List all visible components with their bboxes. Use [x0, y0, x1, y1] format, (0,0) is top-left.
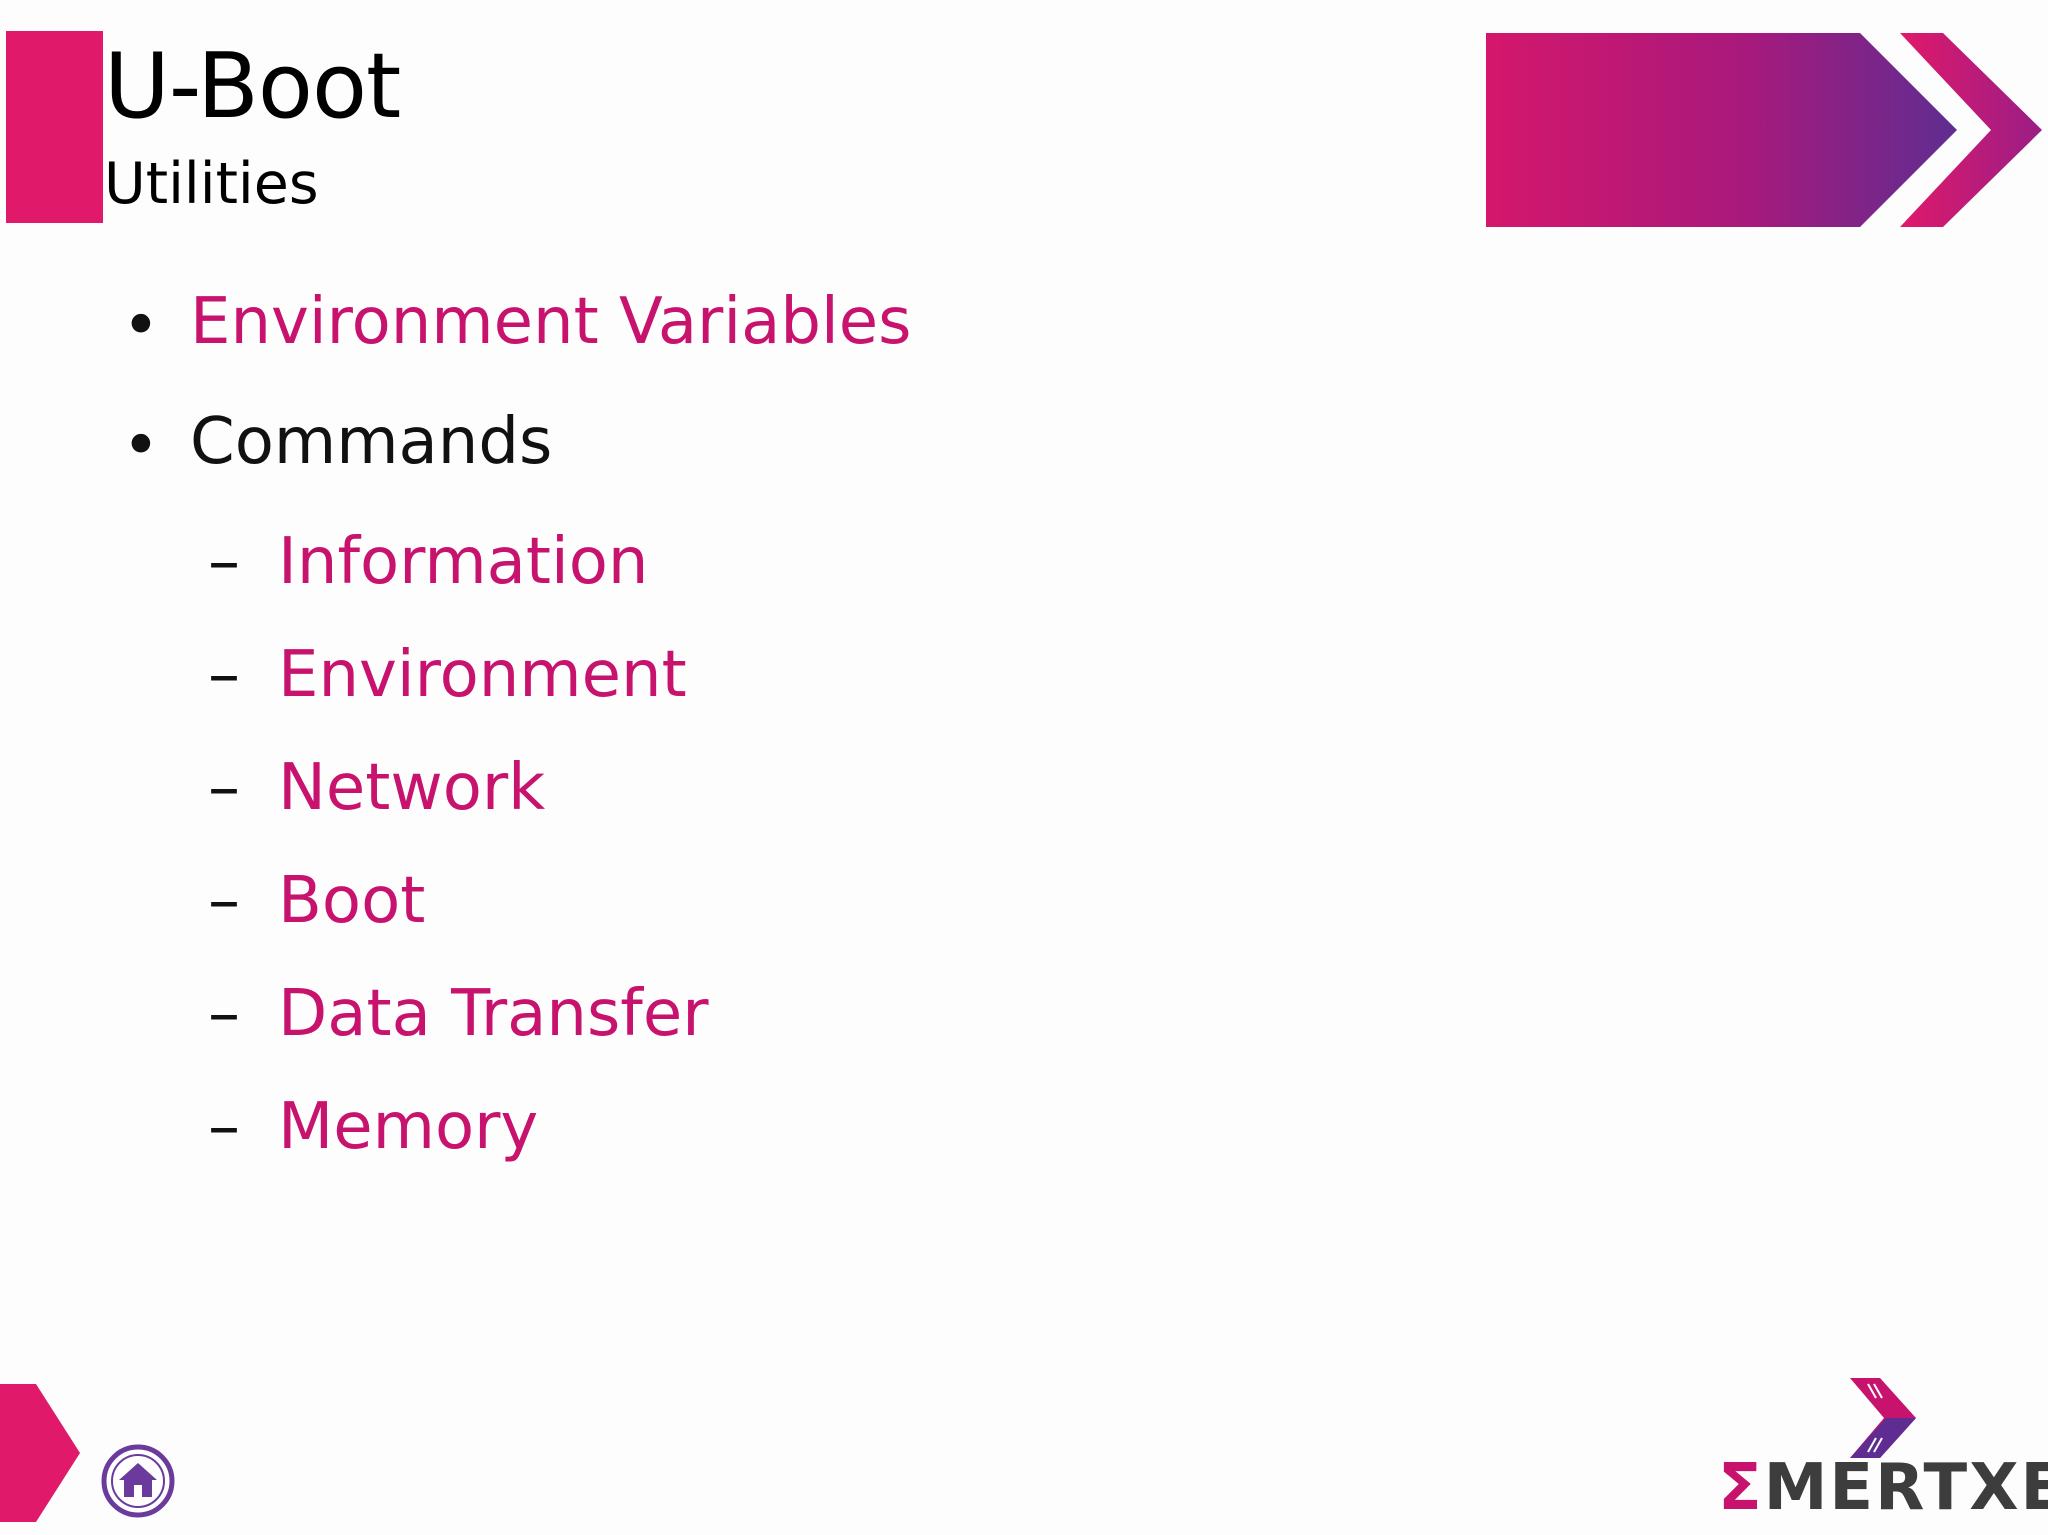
home-icon[interactable]	[100, 1443, 176, 1519]
brand-logo: ΣMERTXE	[1718, 1456, 2048, 1520]
bullet-marker: •	[122, 289, 160, 363]
logo-sigma: Σ	[1718, 1451, 1764, 1525]
corner-arrow-graphic	[0, 1384, 80, 1522]
sub-item-information[interactable]: Information	[278, 525, 649, 599]
sub-item-environment[interactable]: Environment	[278, 638, 687, 712]
slide-title: U-Boot	[104, 34, 401, 139]
dash-marker: –	[208, 1090, 240, 1164]
bullet-commands: Commands	[190, 405, 553, 479]
sub-item-data-transfer[interactable]: Data Transfer	[278, 977, 709, 1051]
dash-marker: –	[208, 638, 240, 712]
dash-marker: –	[208, 977, 240, 1051]
sub-item-memory[interactable]: Memory	[278, 1090, 539, 1164]
sub-item-network[interactable]: Network	[278, 751, 546, 825]
chevron-banner-graphic	[1486, 33, 2042, 227]
dash-marker: –	[208, 525, 240, 599]
logo-chevron-icon	[1850, 1378, 1916, 1458]
sub-item-boot[interactable]: Boot	[278, 864, 426, 938]
slide-subtitle: Utilities	[104, 151, 319, 217]
bullet-environment-variables[interactable]: Environment Variables	[190, 285, 912, 359]
dash-marker: –	[208, 864, 240, 938]
bullet-marker: •	[122, 409, 160, 483]
dash-marker: –	[208, 751, 240, 825]
title-accent-bar	[6, 31, 103, 223]
logo-wordmark: MERTXE	[1763, 1451, 2048, 1525]
